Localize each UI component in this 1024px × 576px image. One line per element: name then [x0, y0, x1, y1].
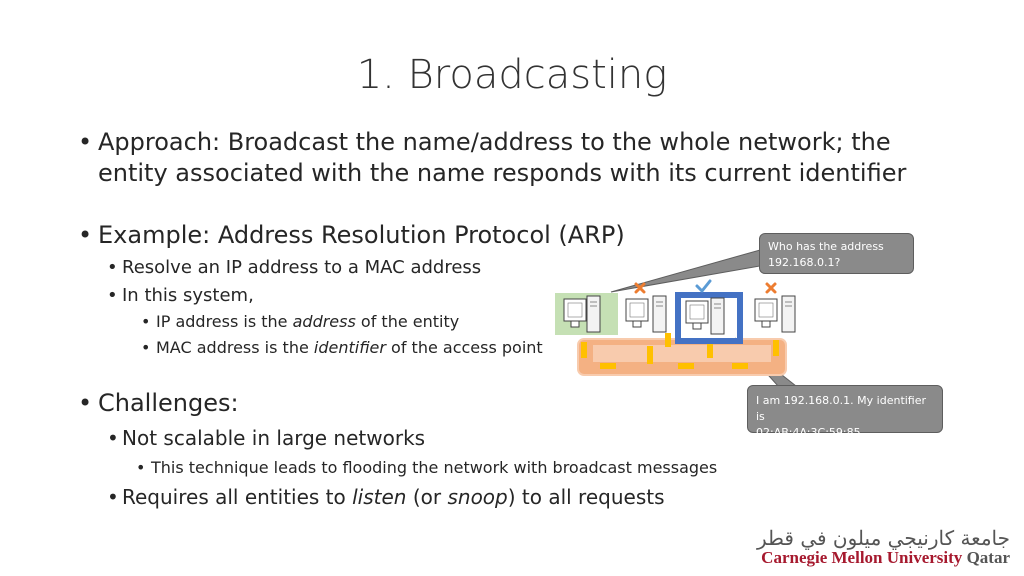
reject-x-icon [634, 282, 646, 294]
requires-bullet: Requires all entities to listen (or snoo… [122, 485, 665, 509]
computer-2 [625, 295, 667, 333]
challenges-bullet: Challenges: [98, 389, 239, 417]
in-system-bullet: In this system, [122, 285, 254, 306]
bullet-dot: • [78, 128, 93, 156]
question-callout-tail [610, 249, 761, 293]
bullet-dot: • [78, 389, 93, 417]
bullet-dot: • [78, 221, 93, 249]
flooding-bullet: This technique leads to flooding the net… [151, 458, 718, 477]
slide-title: 1. Broadcasting [356, 52, 668, 98]
question-callout-line-2: 192.168.0.1? [768, 256, 841, 269]
bullet-dot: • [107, 485, 119, 509]
resolve-bullet: Resolve an IP address to a MAC address [122, 257, 482, 278]
approach-line-2: entity associated with the name responds… [98, 159, 907, 187]
answer-callout-line-1: I am 192.168.0.1. My identifier is [756, 394, 927, 423]
answer-callout: I am 192.168.0.1. My identifier is 02:AB… [747, 385, 943, 439]
mac-address-bullet: MAC address is the identifier of the acc… [156, 338, 543, 357]
cmu-qatar-logo: جامعة كارنيجي ميلون في قطر Carnegie Mell… [757, 526, 1010, 568]
bullet-dot: • [107, 426, 119, 450]
example-bullet: Example: Address Resolution Protocol (AR… [98, 221, 625, 249]
reject-x-icon [765, 282, 777, 294]
bullet-dot: • [107, 285, 118, 306]
responder-highlight [675, 292, 743, 344]
approach-line-1: Approach: Broadcast the name/address to … [98, 128, 891, 156]
bullet-dot: • [141, 312, 151, 331]
computer-3 [685, 297, 725, 335]
computer-1 [563, 295, 601, 333]
logo-arabic-text: جامعة كارنيجي ميلون في قطر [756, 526, 1010, 550]
bullet-dot: • [141, 338, 151, 357]
bullet-dot: • [136, 458, 146, 477]
computer-4 [754, 295, 796, 333]
bus-connector-stubs [581, 333, 779, 369]
network-bus [577, 338, 787, 376]
answer-callout-line-2: 02:AB:4A:3C:59:85 [756, 426, 861, 439]
question-callout-line-1: Who has the address [768, 240, 884, 253]
question-callout: Who has the address 192.168.0.1? [759, 233, 914, 274]
bullet-dot: • [107, 257, 118, 278]
logo-english-text: Carnegie Mellon University Qatar [761, 548, 1010, 567]
check-icon [695, 279, 712, 293]
ip-address-bullet: IP address is the address of the entity [156, 312, 460, 331]
not-scalable-bullet: Not scalable in large networks [122, 426, 426, 450]
